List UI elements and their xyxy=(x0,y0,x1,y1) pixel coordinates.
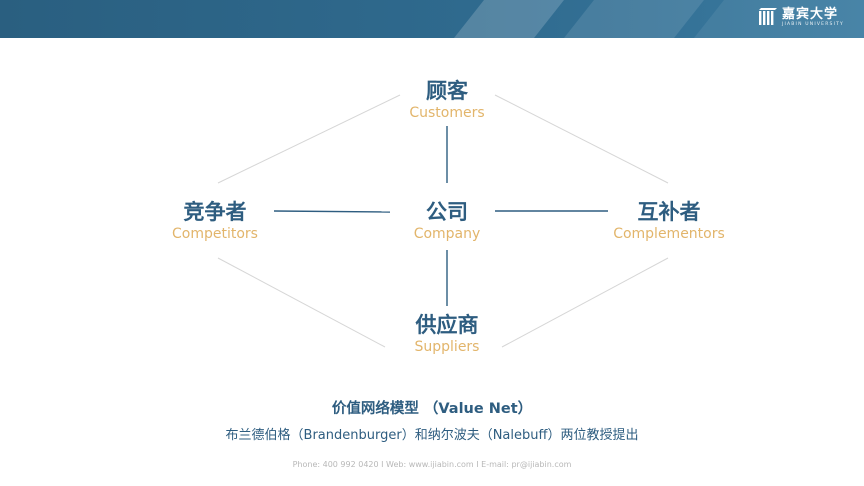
brand-logo: 嘉宾大学 JIABIN UNIVERSITY xyxy=(758,8,844,28)
suppliers-label-en: Suppliers xyxy=(414,339,480,355)
edge-competitors-suppliers xyxy=(217,257,386,348)
edge-customers-competitors xyxy=(217,94,401,184)
suppliers-label-cn: 供应商 xyxy=(415,313,479,337)
header-bar: 嘉宾大学 JIABIN UNIVERSITY xyxy=(0,0,864,38)
edge-customers-complementors xyxy=(494,94,669,184)
customers-label-en: Customers xyxy=(409,105,485,121)
footer-contact: Phone: 400 992 0420 I Web: www.ijiabin.c… xyxy=(292,460,572,469)
complementors-label-cn: 互补者 xyxy=(637,200,701,224)
company-label-en: Company xyxy=(413,226,481,242)
node-company: 公司 Company xyxy=(367,199,527,243)
node-suppliers: 供应商 Suppliers xyxy=(367,312,527,356)
competitors-label-en: Competitors xyxy=(172,226,258,242)
node-complementors: 互补者 Complementors xyxy=(589,199,749,243)
competitors-label-cn: 竞争者 xyxy=(183,200,247,224)
header-decoration xyxy=(454,0,864,38)
node-competitors: 竞争者 Competitors xyxy=(135,199,295,243)
link-company-competitors xyxy=(273,210,391,213)
company-label-cn: 公司 xyxy=(426,200,468,224)
caption-subtitle: 布兰德伯格（Brandenburger）和纳尔波夫（Nalebuff）两位教授提… xyxy=(225,428,639,443)
university-logo-icon xyxy=(758,8,777,25)
customers-label-cn: 顾客 xyxy=(426,79,468,103)
edge-complementors-suppliers xyxy=(501,257,669,348)
caption-title: 价值网络模型 （Value Net） xyxy=(331,401,533,417)
brand-subtitle: JIABIN UNIVERSITY xyxy=(781,22,844,28)
brand-name: 嘉宾大学 xyxy=(781,7,838,23)
node-customers: 顾客 Customers xyxy=(367,78,527,122)
complementors-label-en: Complementors xyxy=(613,226,725,242)
